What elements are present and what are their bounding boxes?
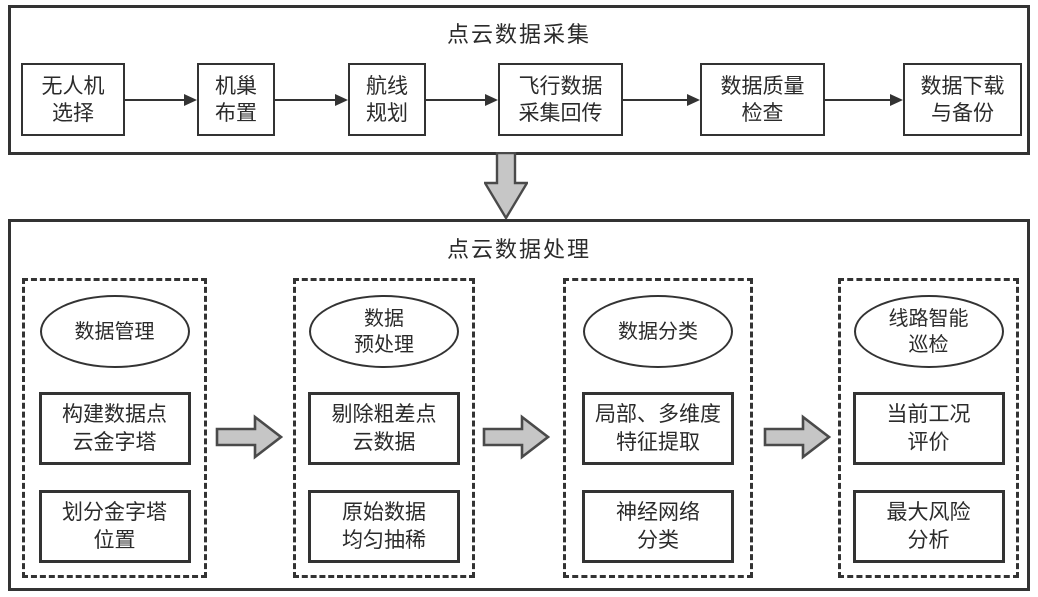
task-feature-extraction: 局部、多维度 特征提取 (582, 392, 734, 465)
task-max-risk-analysis: 最大风险 分析 (852, 490, 1005, 563)
stage-intelligent-inspection: 线路智能 巡检 当前工况 评价 最大风险 分析 (838, 278, 1019, 578)
stage-data-management: 数据管理 构建数据点 云金字塔 划分金字塔 位置 (22, 278, 207, 578)
stage-label-ellipse: 线路智能 巡检 (853, 295, 1004, 368)
task-remove-gross-error-points: 剔除粗差点 云数据 (308, 392, 460, 465)
stage-label-ellipse: 数据 预处理 (309, 295, 459, 368)
right-arrow-icon (825, 94, 903, 106)
step-quality-check: 数据质量 检查 (700, 63, 825, 136)
task-divide-pyramid-position: 划分金字塔 位置 (38, 490, 191, 563)
right-arrow-icon (275, 94, 348, 106)
block-right-arrow-icon (215, 414, 283, 460)
block-right-arrow-icon (763, 414, 831, 460)
right-arrow-icon (125, 94, 197, 106)
step-uav-selection: 无人机 选择 (21, 63, 125, 136)
step-flight-data-return: 飞行数据 采集回传 (498, 63, 623, 136)
collection-section-title: 点云数据采集 (446, 22, 591, 47)
task-current-condition-evaluation: 当前工况 评价 (852, 392, 1005, 465)
step-download-backup: 数据下载 与备份 (903, 63, 1022, 136)
stage-data-classification: 数据分类 局部、多维度 特征提取 神经网络 分类 (563, 278, 753, 578)
processing-section-title: 点云数据处理 (446, 237, 591, 262)
task-neural-network-classification: 神经网络 分类 (582, 490, 734, 563)
right-arrow-icon (623, 94, 700, 106)
stage-label-ellipse: 数据管理 (39, 295, 190, 368)
processing-section: 点云数据处理 数据管理 构建数据点 云金字塔 划分金字塔 位置 数据 预处理 剔… (8, 219, 1030, 591)
stage-data-preprocessing: 数据 预处理 剔除粗差点 云数据 原始数据 均匀抽稀 (293, 278, 475, 578)
step-nest-layout: 机巢 布置 (197, 63, 275, 136)
step-route-planning: 航线 规划 (348, 63, 426, 136)
task-build-point-cloud-pyramid: 构建数据点 云金字塔 (38, 392, 191, 465)
down-arrow-icon (484, 152, 528, 220)
block-right-arrow-icon (482, 414, 550, 460)
collection-section: 点云数据采集 无人机 选择 机巢 布置 航线 规划 飞行数据 采集回传 数据质量… (8, 5, 1030, 155)
task-uniform-thinning: 原始数据 均匀抽稀 (308, 490, 460, 563)
stage-label-ellipse: 数据分类 (583, 295, 733, 368)
right-arrow-icon (426, 94, 498, 106)
